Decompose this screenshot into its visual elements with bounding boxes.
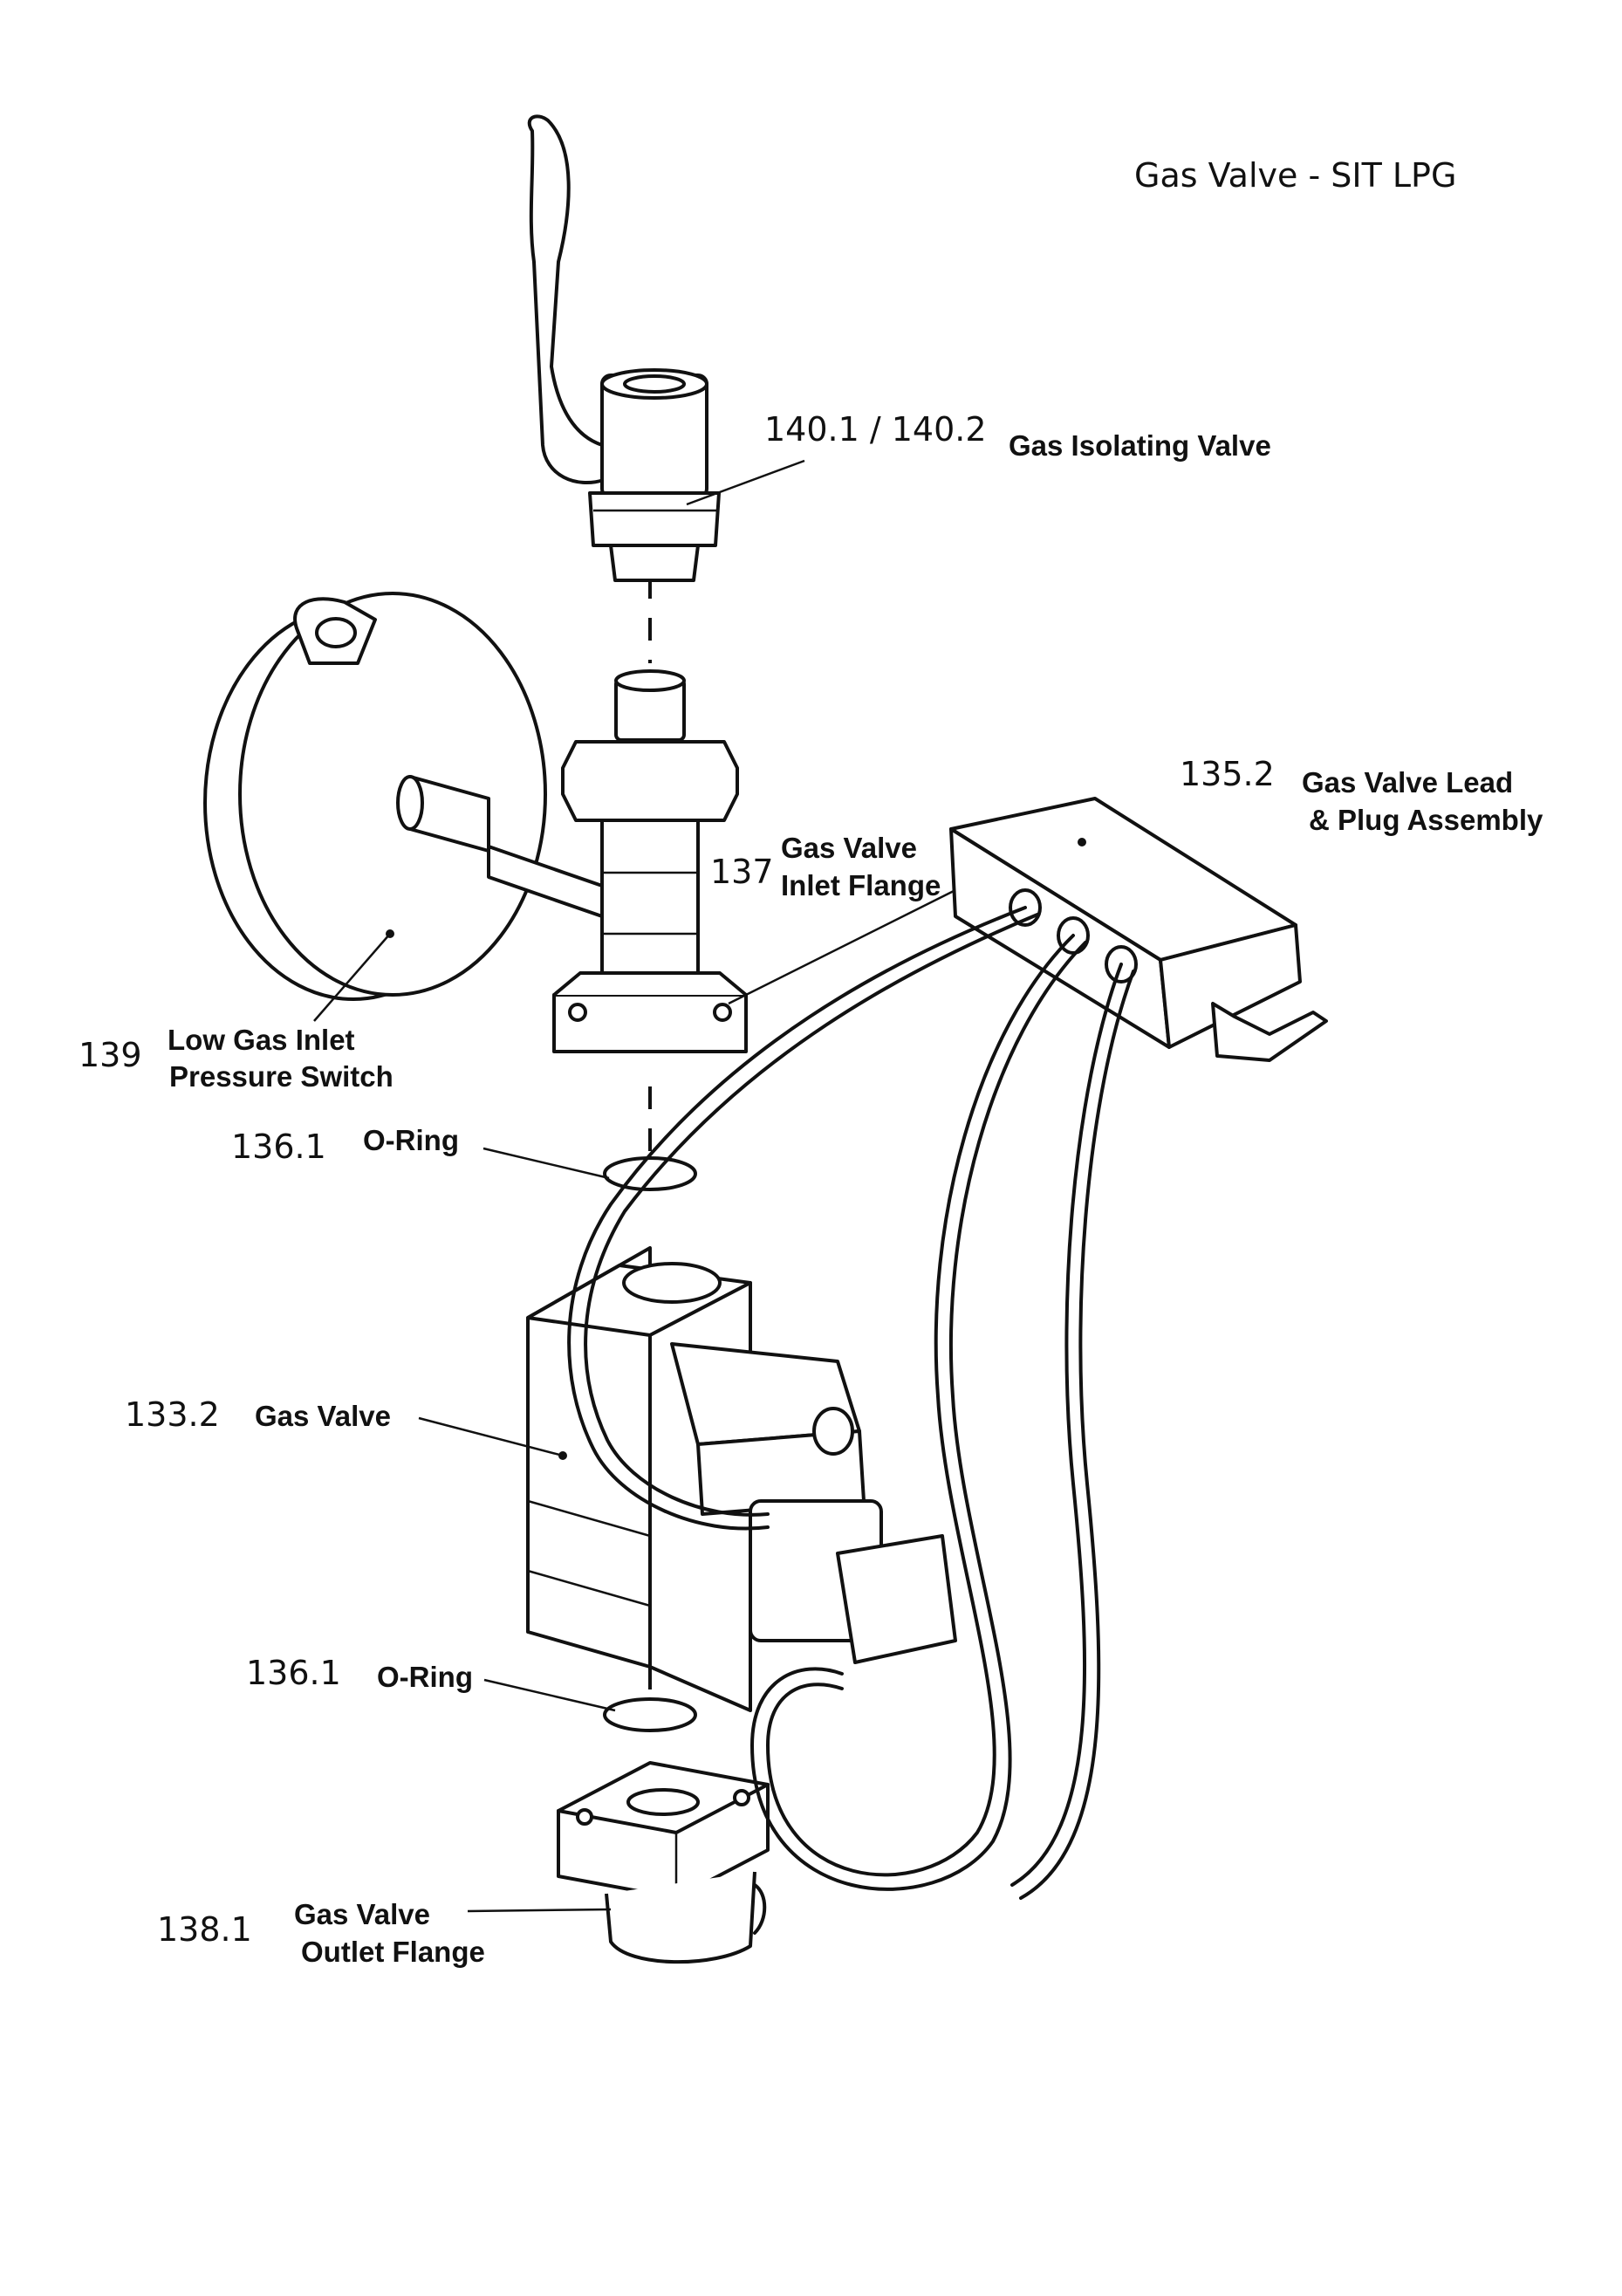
callout-name-outlet-flange-line2: Outlet Flange: [301, 1936, 485, 1968]
callout-number-upper-o-ring: 136.1: [231, 1127, 326, 1166]
lead-plug-assembly-drawing: [949, 797, 1328, 1062]
callout-name-gas-valve: Gas Valve: [255, 1400, 391, 1432]
callout-name-inlet-flange-line2: Inlet Flange: [781, 869, 941, 901]
upper-o-ring-drawing: [603, 1156, 697, 1191]
lower-o-ring-drawing: [603, 1697, 697, 1732]
callout-number-inlet-flange: 137: [710, 853, 774, 891]
callout-name-pressure-switch-line2: Pressure Switch: [169, 1060, 394, 1093]
callout-number-lead-plug: 135.2: [1180, 755, 1275, 793]
gas-valve-outlet-flange-drawing: [557, 1761, 770, 1964]
lead-cables-drawing: [567, 906, 1135, 1900]
callout-number-lower-o-ring: 136.1: [246, 1654, 341, 1692]
callout-name-lower-o-ring: O-Ring: [377, 1661, 473, 1693]
callout-number-isolating-valve: 140.1 / 140.2: [764, 410, 987, 449]
callout-name-pressure-switch-line1: Low Gas Inlet: [168, 1024, 355, 1056]
callout-name-upper-o-ring: O-Ring: [363, 1124, 459, 1156]
callout-name-outlet-flange-line1: Gas Valve: [294, 1898, 430, 1930]
gas-valve-body-drawing: [526, 1246, 957, 1712]
diagram-title: Gas Valve - SIT LPG: [1134, 156, 1457, 195]
gas-valve-inlet-flange-drawing: [552, 669, 748, 1053]
callout-number-gas-valve: 133.2: [125, 1395, 220, 1434]
callout-number-outlet-flange: 138.1: [157, 1910, 252, 1949]
callout-name-isolating-valve: Gas Isolating Valve: [1009, 429, 1271, 462]
callout-number-pressure-switch: 139: [79, 1036, 142, 1074]
leader-lines: [313, 459, 956, 1913]
callout-name-lead-plug-line2: & Plug Assembly: [1309, 804, 1543, 836]
pressure-switch-drawing: [203, 592, 604, 1001]
gas-isolating-valve-drawing: [527, 114, 721, 582]
callout-name-inlet-flange-line1: Gas Valve: [781, 832, 917, 864]
callout-name-lead-plug-line1: Gas Valve Lead: [1302, 766, 1514, 798]
